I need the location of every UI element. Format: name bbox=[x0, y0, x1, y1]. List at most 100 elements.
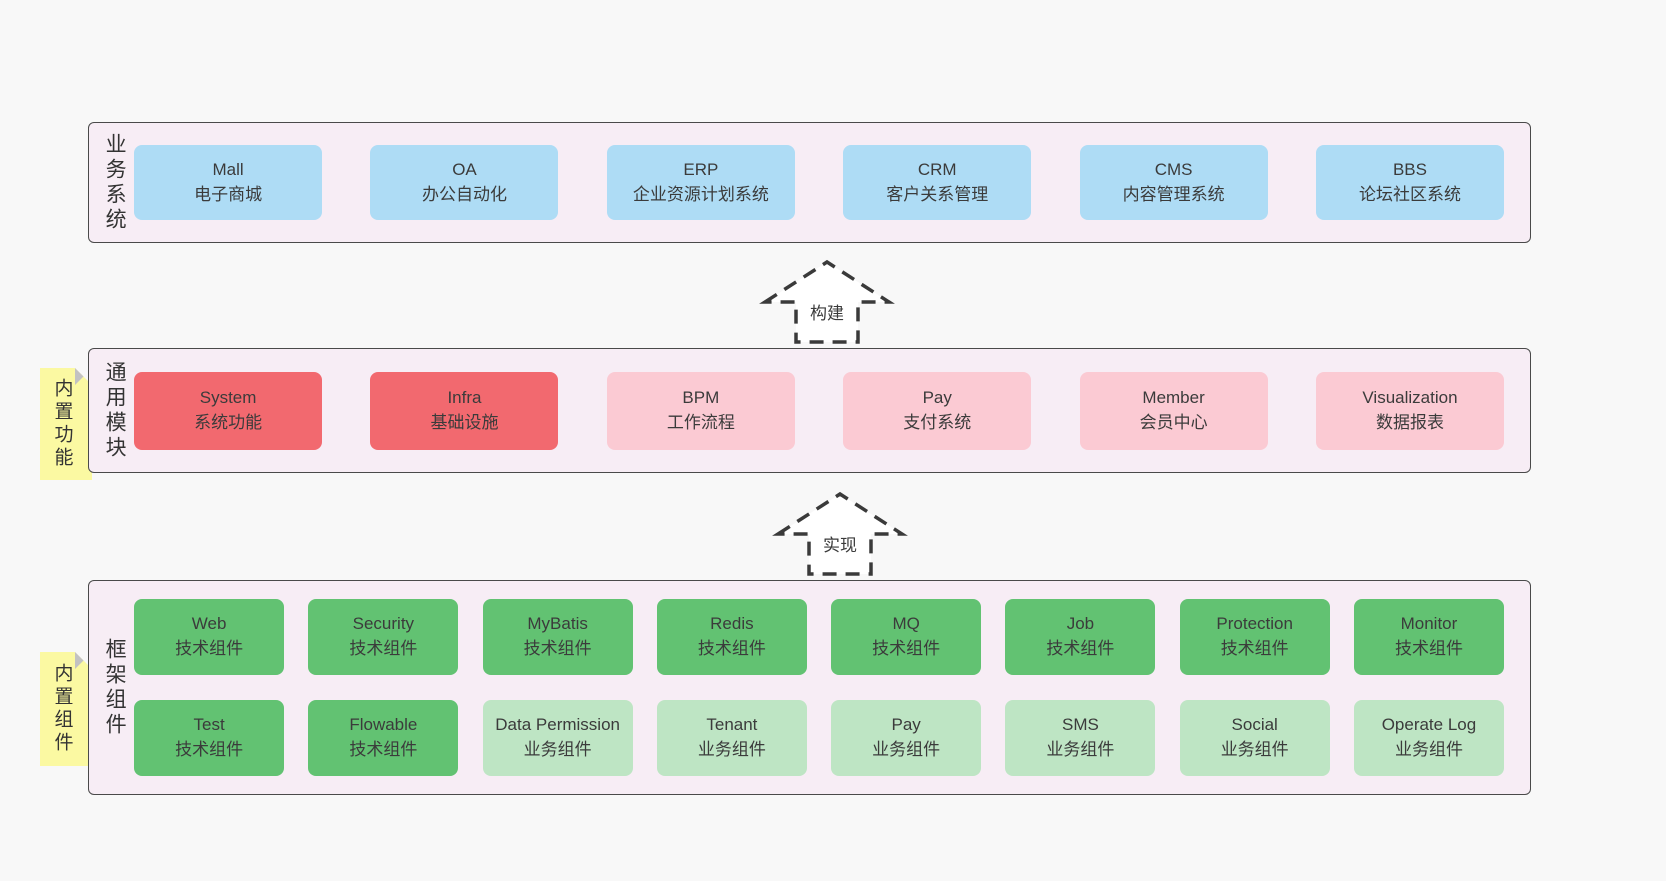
box-operate-log: Operate Log 业务组件 bbox=[1353, 700, 1504, 776]
box-mall: Mall 电子商城 bbox=[134, 145, 323, 220]
box-subtitle: 业务组件 bbox=[872, 740, 941, 759]
box-title: Flowable bbox=[349, 715, 418, 735]
sticky-label: 内置功能 bbox=[51, 378, 73, 470]
arrow-implement-shape bbox=[772, 491, 908, 576]
sticky-label: 内置组件 bbox=[51, 663, 73, 755]
box-bpm: BPM 工作流程 bbox=[606, 371, 795, 450]
box-job: Job 技术组件 bbox=[1005, 599, 1156, 675]
box-subtitle: 业务组件 bbox=[1220, 740, 1289, 759]
arrow-build-shape bbox=[759, 259, 895, 344]
box-subtitle: 技术组件 bbox=[175, 639, 244, 658]
box-protection: Protection 技术组件 bbox=[1179, 599, 1330, 675]
modules-boxes-area: System 系统功能 Infra 基础设施 BPM 工作流程 Pay 支付系统… bbox=[134, 371, 1530, 450]
box-subtitle: 工作流程 bbox=[666, 412, 735, 432]
box-subtitle: 技术组件 bbox=[1220, 639, 1289, 658]
box-subtitle: 技术组件 bbox=[523, 639, 592, 658]
box-title: Visualization bbox=[1362, 387, 1458, 407]
box-pay-component: Pay 业务组件 bbox=[831, 700, 982, 776]
box-test: Test 技术组件 bbox=[134, 700, 285, 776]
box-bbs: BBS 论坛社区系统 bbox=[1315, 145, 1504, 220]
box-web: Web 技术组件 bbox=[134, 599, 285, 675]
box-infra: Infra 基础设施 bbox=[370, 371, 559, 450]
box-title: MyBatis bbox=[527, 614, 588, 634]
box-subtitle: 内容管理系统 bbox=[1122, 184, 1225, 204]
box-tenant: Tenant 业务组件 bbox=[656, 700, 807, 776]
sticky-note-builtin-components: 内置组件 bbox=[40, 652, 92, 766]
business-box-row: Mall 电子商城 OA 办公自动化 ERP 企业资源计划系统 CRM 客户关系… bbox=[134, 145, 1504, 220]
panel-framework-components: 框架组件 Web 技术组件 Security 技术组件 MyBatis 技术组件… bbox=[88, 580, 1531, 795]
arrow-implement: 实现 bbox=[772, 491, 908, 576]
framework-box-row-1: Web 技术组件 Security 技术组件 MyBatis 技术组件 Redi… bbox=[134, 599, 1504, 675]
box-subtitle: 技术组件 bbox=[349, 740, 418, 759]
framework-box-row-2: Test 技术组件 Flowable 技术组件 Data Permission … bbox=[134, 700, 1504, 776]
box-subtitle: 企业资源计划系统 bbox=[632, 184, 769, 204]
box-monitor: Monitor 技术组件 bbox=[1353, 599, 1504, 675]
box-title: Mall bbox=[212, 159, 244, 179]
box-data-permission: Data Permission 业务组件 bbox=[482, 700, 633, 776]
box-subtitle: 业务组件 bbox=[697, 740, 766, 759]
box-subtitle: 技术组件 bbox=[872, 639, 941, 658]
box-title: Pay bbox=[922, 387, 952, 407]
box-mybatis: MyBatis 技术组件 bbox=[482, 599, 633, 675]
panel-label-framework-components: 框架组件 bbox=[103, 637, 127, 738]
box-title: Member bbox=[1142, 387, 1205, 407]
box-subtitle: 技术组件 bbox=[1046, 639, 1115, 658]
arrow-build-label: 构建 bbox=[810, 304, 844, 323]
sticky-note-builtin-features: 内置功能 bbox=[40, 368, 92, 480]
box-subtitle: 支付系统 bbox=[903, 412, 972, 432]
box-mq: MQ 技术组件 bbox=[831, 599, 982, 675]
arrow-build: 构建 bbox=[759, 259, 895, 344]
box-title: ERP bbox=[683, 159, 719, 179]
box-social: Social 业务组件 bbox=[1179, 700, 1330, 776]
box-title: Social bbox=[1231, 715, 1278, 735]
box-subtitle: 办公自动化 bbox=[421, 184, 507, 204]
box-subtitle: 会员中心 bbox=[1139, 412, 1208, 432]
box-title: OA bbox=[452, 159, 477, 179]
box-subtitle: 技术组件 bbox=[175, 740, 244, 759]
box-subtitle: 基础设施 bbox=[430, 412, 499, 432]
box-cms: CMS 内容管理系统 bbox=[1079, 145, 1268, 220]
box-title: MQ bbox=[892, 614, 920, 634]
box-subtitle: 电子商城 bbox=[194, 184, 263, 204]
panel-business-systems: 业务系统 Mall 电子商城 OA 办公自动化 ERP 企业资源计划系统 CRM… bbox=[88, 122, 1531, 243]
box-sms: SMS 业务组件 bbox=[1005, 700, 1156, 776]
box-crm: CRM 客户关系管理 bbox=[843, 145, 1032, 220]
box-title: SMS bbox=[1062, 715, 1099, 735]
box-system: System 系统功能 bbox=[134, 371, 323, 450]
box-oa: OA 办公自动化 bbox=[370, 145, 559, 220]
box-subtitle: 数据报表 bbox=[1375, 412, 1444, 432]
modules-box-row: System 系统功能 Infra 基础设施 BPM 工作流程 Pay 支付系统… bbox=[134, 371, 1504, 450]
box-title: Infra bbox=[447, 387, 482, 407]
box-subtitle: 技术组件 bbox=[1394, 639, 1463, 658]
box-title: Data Permission bbox=[495, 715, 620, 735]
arrow-implement-label: 实现 bbox=[823, 536, 857, 555]
panel-label-business-systems: 业务系统 bbox=[103, 132, 127, 233]
box-erp: ERP 企业资源计划系统 bbox=[606, 145, 795, 220]
box-title: Pay bbox=[891, 715, 921, 735]
box-title: Security bbox=[352, 614, 415, 634]
box-title: Job bbox=[1066, 614, 1095, 634]
box-title: Tenant bbox=[706, 715, 758, 735]
box-title: Test bbox=[193, 715, 225, 735]
business-boxes-area: Mall 电子商城 OA 办公自动化 ERP 企业资源计划系统 CRM 客户关系… bbox=[134, 145, 1530, 220]
box-title: System bbox=[199, 387, 257, 407]
box-title: CMS bbox=[1154, 159, 1193, 179]
box-subtitle: 客户关系管理 bbox=[886, 184, 989, 204]
box-member: Member 会员中心 bbox=[1079, 371, 1268, 450]
box-title: CRM bbox=[917, 159, 957, 179]
box-title: BPM bbox=[682, 387, 720, 407]
box-subtitle: 系统功能 bbox=[194, 412, 263, 432]
panel-common-modules: 通用模块 System 系统功能 Infra 基础设施 BPM 工作流程 Pay… bbox=[88, 348, 1531, 473]
box-title: Web bbox=[191, 614, 227, 634]
box-security: Security 技术组件 bbox=[308, 599, 459, 675]
box-subtitle: 业务组件 bbox=[1046, 740, 1115, 759]
box-visualization: Visualization 数据报表 bbox=[1315, 371, 1504, 450]
box-title: Redis bbox=[710, 614, 754, 634]
box-subtitle: 业务组件 bbox=[523, 740, 592, 759]
framework-boxes-area: Web 技术组件 Security 技术组件 MyBatis 技术组件 Redi… bbox=[134, 599, 1530, 776]
box-title: Protection bbox=[1216, 614, 1293, 634]
box-flowable: Flowable 技术组件 bbox=[308, 700, 459, 776]
box-title: Operate Log bbox=[1381, 715, 1477, 735]
box-subtitle: 论坛社区系统 bbox=[1358, 184, 1461, 204]
box-pay-module: Pay 支付系统 bbox=[843, 371, 1032, 450]
